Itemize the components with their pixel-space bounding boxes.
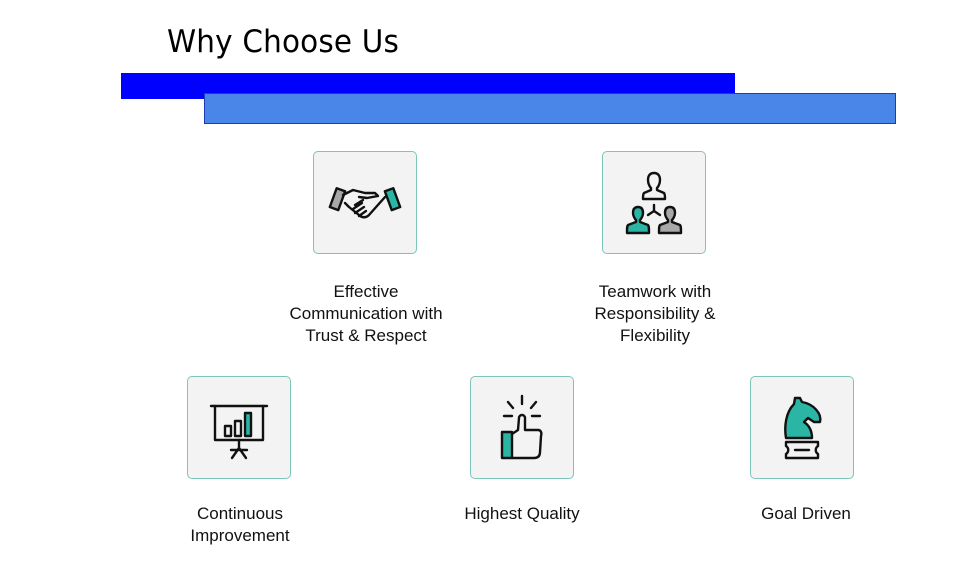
feature-label-quality: Highest Quality	[464, 504, 580, 523]
feature-card-teamwork	[602, 151, 706, 254]
handshake-icon	[328, 186, 402, 218]
team-hierarchy-icon	[625, 171, 683, 234]
feature-label-communication: Effective Communication with Trust & Res…	[289, 282, 443, 345]
feature-label-teamwork: Teamwork with Responsibility & Flexibili…	[594, 282, 716, 345]
presentation-chart-icon	[209, 404, 269, 459]
page-title: Why Choose Us	[167, 24, 400, 60]
thumbs-up-icon	[500, 394, 543, 459]
feature-card-communication	[313, 151, 417, 254]
feature-card-goal	[750, 376, 854, 479]
title-bar-secondary	[204, 93, 896, 124]
feature-card-quality	[470, 376, 574, 479]
feature-card-improvement	[187, 376, 291, 479]
feature-label-goal: Goal Driven	[761, 504, 851, 523]
chess-knight-icon	[784, 396, 822, 459]
feature-label-improvement: Continuous Improvement	[190, 504, 290, 545]
